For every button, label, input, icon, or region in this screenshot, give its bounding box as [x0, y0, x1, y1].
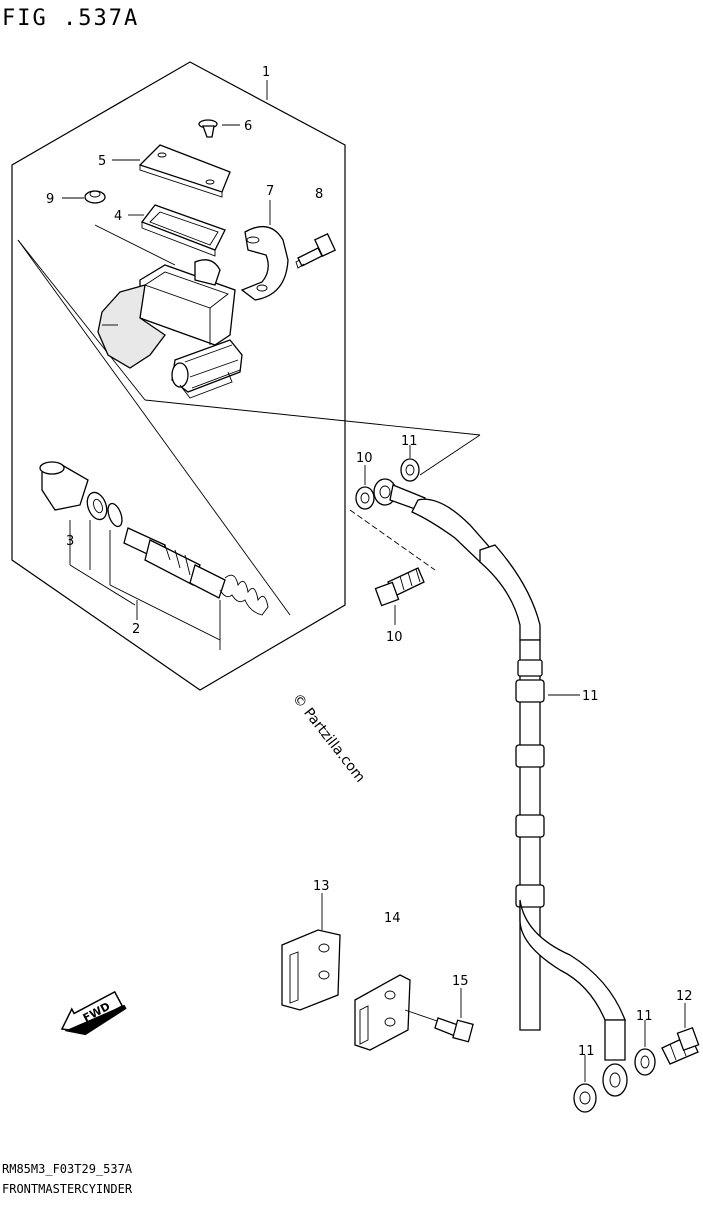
part-11-washer-upper-b — [400, 458, 420, 482]
callout-10b: 12 — [676, 989, 693, 1004]
part-10-banjo-bolt-upper — [374, 567, 425, 607]
inner-line-b — [17, 239, 146, 401]
callout-11b: 11 — [401, 434, 418, 449]
callout-8: 8 — [315, 187, 323, 202]
leader-2a — [109, 584, 221, 641]
leader-3-join — [69, 564, 136, 606]
callout-3: 3 — [66, 534, 74, 549]
figure-title: FIG .537A — [2, 6, 139, 31]
figure-code: RM85M3_F03T29_537A — [2, 1162, 133, 1176]
callout-1: 1 — [262, 65, 270, 80]
part-11-washer-upper-a — [355, 486, 375, 510]
callout-2: 2 — [132, 622, 140, 637]
callout-10a: 10 — [386, 630, 403, 645]
callout-11d: 11 — [636, 1009, 653, 1024]
callout-11c: 11 — [578, 1044, 595, 1059]
leader-9-path — [94, 224, 176, 266]
fwd-arrow-icon: FWD — [60, 990, 127, 1036]
part-11-washer-lower-b — [634, 1048, 656, 1076]
watermark: © Partzilla.com — [289, 691, 368, 786]
inner-line-c — [144, 399, 481, 436]
callout-12: 11 — [582, 689, 599, 704]
part-5-reservoir-cap — [138, 144, 231, 198]
callout-4: 4 — [114, 209, 122, 224]
callout-6: 6 — [244, 119, 252, 134]
callout-11a: 10 — [356, 451, 373, 466]
inner-line-a — [17, 239, 291, 616]
part-7-holder — [240, 225, 289, 301]
callout-7: 7 — [266, 184, 274, 199]
part-4-diaphragm — [140, 204, 226, 257]
callout-13: 13 — [313, 879, 330, 894]
part-8-bolt — [295, 233, 337, 269]
inner-line-e — [349, 509, 436, 571]
callout-15: 15 — [452, 974, 469, 989]
part-10-banjo-bolt-lower — [661, 1026, 700, 1065]
master-cylinder-body — [97, 259, 243, 399]
callout-9: 9 — [46, 192, 54, 207]
inner-line-d — [419, 434, 481, 476]
part-15-bolt — [404, 1009, 474, 1043]
part-13-hose-clamp — [281, 929, 341, 1011]
assembly-outline — [11, 61, 346, 691]
callout-14: 14 — [384, 911, 401, 926]
part-2-piston-spring — [123, 527, 269, 616]
part-14-hose-guide — [354, 974, 411, 1051]
figure-caption: FRONTMASTERCYINDER — [2, 1182, 133, 1196]
part-3-dust-boot — [39, 461, 123, 528]
part-6-screw — [198, 119, 218, 138]
part-12-brake-hose — [373, 478, 628, 1097]
part-9-boot — [84, 190, 106, 204]
part-11-washer-lower-a — [573, 1083, 597, 1113]
callout-5: 5 — [98, 154, 106, 169]
